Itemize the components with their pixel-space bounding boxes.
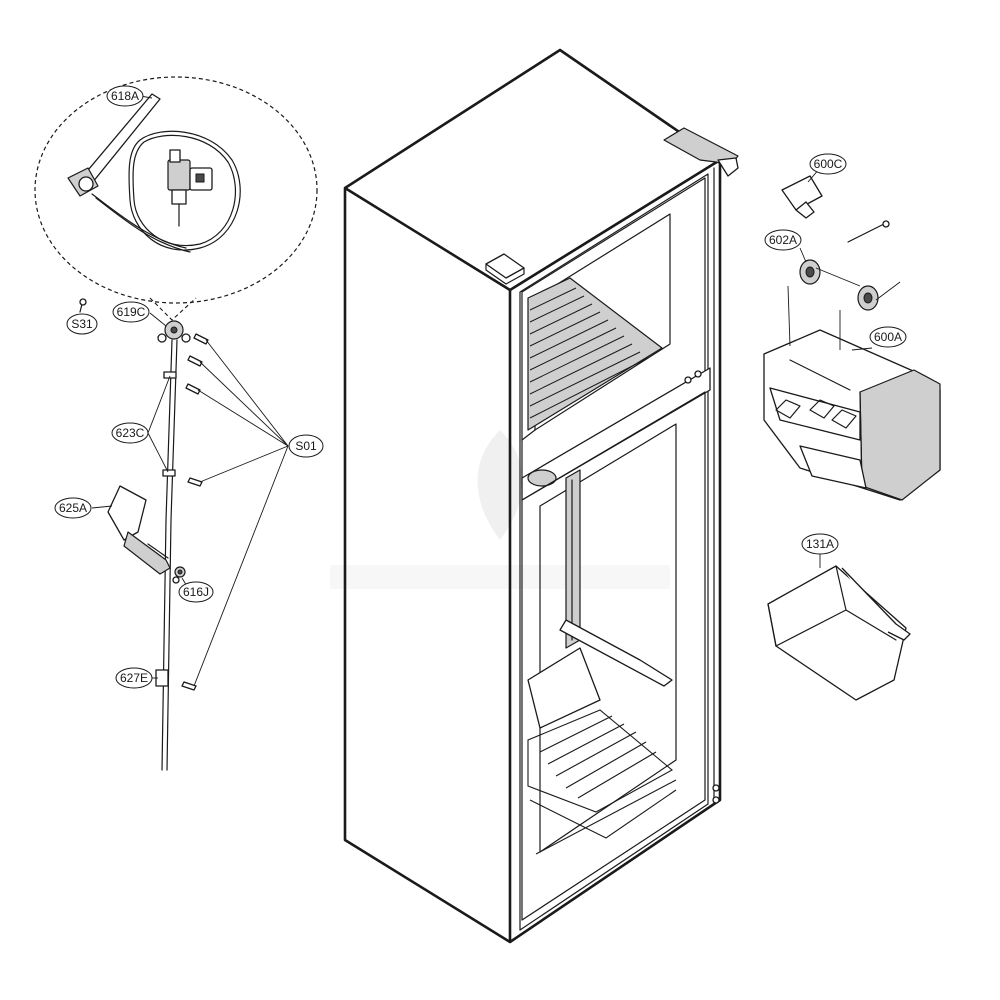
- water-valve-detail: [34, 76, 318, 321]
- callout-619C[interactable]: 619C: [112, 301, 150, 323]
- callout-S01[interactable]: S01: [288, 434, 324, 458]
- ice-maker-parts: [763, 175, 941, 701]
- svg-text:131A: 131A: [806, 537, 834, 551]
- svg-text:600C: 600C: [814, 157, 843, 171]
- bottom-crisper-grille: [527, 709, 677, 855]
- callout-618A[interactable]: 618A: [106, 85, 144, 107]
- callouts: 618A 619C S31 623C S01 625A 616J 627E 60…: [54, 85, 907, 689]
- callout-602A[interactable]: 602A: [764, 229, 802, 251]
- svg-text:619C: 619C: [117, 305, 146, 319]
- svg-text:616J: 616J: [183, 585, 209, 599]
- callout-627E[interactable]: 627E: [115, 667, 153, 689]
- callout-131A[interactable]: 131A: [801, 533, 839, 555]
- svg-text:618A: 618A: [111, 89, 139, 103]
- callout-600C[interactable]: 600C: [809, 153, 847, 175]
- freezer-shelf-grid: [529, 287, 649, 419]
- leader-lines: [91, 95, 901, 687]
- svg-text:627E: 627E: [120, 671, 148, 685]
- svg-text:600A: 600A: [874, 330, 902, 344]
- svg-text:625A: 625A: [59, 501, 87, 515]
- callout-623C[interactable]: 623C: [111, 422, 149, 444]
- svg-text:623C: 623C: [116, 426, 145, 440]
- refrigerator-cabinet: [343, 48, 739, 944]
- svg-text:S01: S01: [295, 439, 317, 453]
- callout-S31[interactable]: S31: [66, 313, 98, 335]
- callout-616J[interactable]: 616J: [178, 581, 214, 603]
- watermark-logo: [477, 430, 523, 540]
- water-line-assembly: [79, 298, 209, 771]
- svg-text:S31: S31: [71, 317, 93, 331]
- callout-625A[interactable]: 625A: [54, 497, 92, 519]
- callout-600A[interactable]: 600A: [869, 326, 907, 348]
- svg-text:602A: 602A: [769, 233, 797, 247]
